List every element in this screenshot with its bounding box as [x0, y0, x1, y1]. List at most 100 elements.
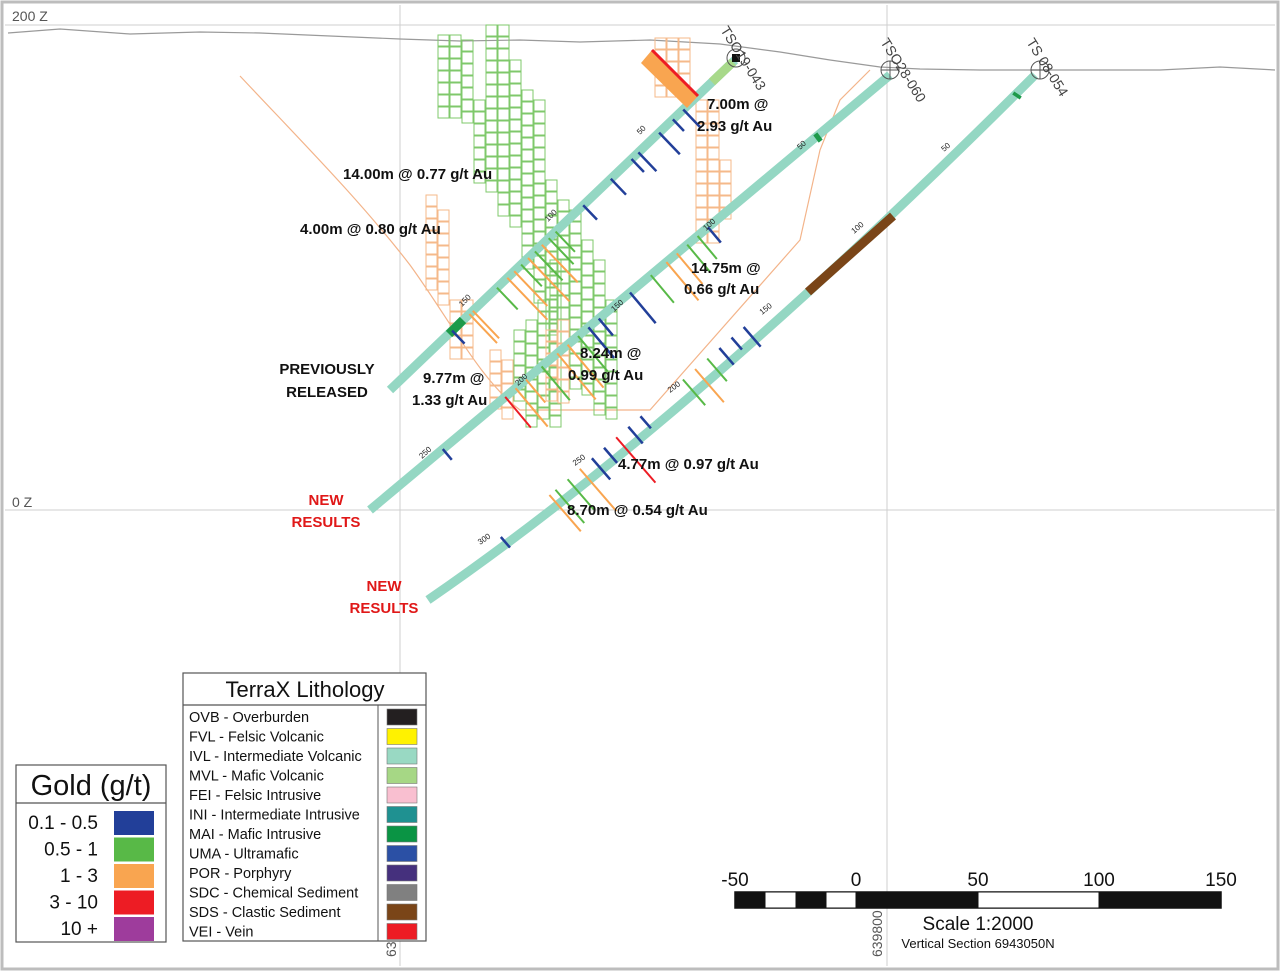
assay-bar — [441, 448, 453, 461]
scale-bar: -50 0 50 100 150 Scale 1:2000 Vertical S… — [721, 870, 1237, 951]
block-model-cell — [437, 221, 450, 234]
assay-bar — [587, 326, 616, 359]
block-model-cell — [695, 207, 708, 220]
block-model-cell — [569, 317, 582, 330]
block-model-cell — [533, 171, 546, 184]
block-model-cell — [521, 149, 534, 162]
elevation-label-200z: 200 Z — [12, 8, 48, 24]
block-model-cell — [549, 379, 562, 392]
block-model-cell — [678, 61, 691, 74]
block-model-cell — [525, 319, 538, 332]
hole-label-tso19-043: TSO19-043 — [717, 23, 769, 93]
assay-bar — [504, 396, 532, 429]
section-subtitle: Vertical Section 6943050N — [901, 936, 1054, 951]
block-model-cell — [425, 266, 438, 279]
block-model-cell — [549, 295, 562, 308]
block-model-cell — [501, 371, 514, 384]
assay-bar — [682, 378, 706, 406]
collar-tso19-043 — [726, 48, 746, 68]
intercept-label: 2.93 g/t Au — [697, 118, 772, 135]
block-model-cell — [549, 391, 562, 404]
block-model-cell — [557, 319, 570, 332]
block-model-cell — [485, 84, 498, 97]
gold-legend: Gold (g/t) 0.1 - 0.50.5 - 11 - 33 - 1010… — [15, 764, 167, 943]
block-model-cell — [437, 46, 450, 59]
scale-bar-segment — [825, 891, 857, 909]
block-model-cell — [707, 147, 720, 160]
block-model-cell — [557, 271, 570, 284]
block-model-cell — [425, 206, 438, 219]
block-model-cell — [509, 107, 522, 120]
block-model-cell — [485, 144, 498, 157]
block-model-cell — [449, 106, 462, 119]
lithology-legend-label: VEI - Vein — [189, 925, 253, 941]
block-model-cell — [533, 219, 546, 232]
block-model-cell — [525, 403, 538, 416]
block-model-cell — [521, 221, 534, 234]
scale-bar-segment — [855, 891, 979, 909]
block-model-cell — [525, 391, 538, 404]
block-model-cell — [497, 180, 510, 193]
block-model-cell — [437, 233, 450, 246]
block-model-cell — [593, 331, 606, 344]
block-model-cell — [461, 111, 474, 124]
block-model-cell — [593, 343, 606, 356]
block-model-cell — [557, 319, 570, 332]
assay-bar — [742, 326, 762, 348]
scale-tick-label: -50 — [721, 870, 748, 891]
block-model-cell — [509, 83, 522, 96]
lithology-legend-label: MVL - Mafic Volcanic — [189, 769, 324, 785]
alteration-envelope — [239, 69, 871, 411]
block-model-cell — [509, 215, 522, 228]
gold-legend-label: 10 + — [60, 919, 98, 940]
block-model-cell — [581, 239, 594, 252]
block-model-cell — [509, 143, 522, 156]
block-model-cell — [497, 60, 510, 73]
lithology-swatch — [386, 845, 418, 862]
block-model-cell — [581, 359, 594, 372]
block-model-cell — [545, 251, 558, 264]
block-model-cell — [437, 257, 450, 270]
new-results-label: NEW — [309, 492, 345, 509]
mafic-volcanic-interval — [708, 58, 737, 86]
depth-tick: 50 — [940, 141, 953, 154]
assay-bar — [506, 277, 549, 321]
block-model-cell — [485, 108, 498, 121]
scale-bar-segment — [977, 891, 1100, 909]
block-model-cell — [537, 311, 550, 324]
topography-profile — [7, 28, 1276, 71]
block-model-cell — [557, 367, 570, 380]
block-model-cell — [473, 111, 486, 124]
block-model-cell — [521, 101, 534, 114]
assay-bar — [676, 252, 704, 285]
block-model-cell — [437, 293, 450, 306]
scale-title: Scale 1:2000 — [923, 914, 1034, 935]
block-model-cell — [533, 267, 546, 280]
drillhole-traces — [367, 56, 1039, 604]
block-model-cell — [581, 263, 594, 276]
block-model-cell — [449, 58, 462, 71]
scale-bar-segment — [1098, 891, 1222, 909]
block-model-cell — [509, 179, 522, 192]
block-model-cell — [521, 233, 534, 246]
block-model-cell — [509, 155, 522, 168]
block-model-cell — [569, 245, 582, 258]
assay-bar — [603, 446, 619, 464]
gold-legend-title: Gold (g/t) — [31, 770, 152, 802]
assay-bar — [615, 436, 657, 484]
block-model-cell — [485, 48, 498, 61]
block-model-cell — [473, 159, 486, 172]
block-model-cell — [678, 49, 691, 62]
block-model-cell — [581, 251, 594, 264]
depth-tick: 100 — [850, 220, 866, 236]
block-model-cell — [557, 283, 570, 296]
lithology-legend-label: POR - Porphyry — [189, 866, 292, 882]
block-model-cell — [425, 254, 438, 267]
block-model-cell — [533, 111, 546, 124]
block-model-cell — [485, 72, 498, 85]
intercept-label: 7.00m @ — [707, 96, 768, 113]
block-model-cell — [695, 111, 708, 124]
